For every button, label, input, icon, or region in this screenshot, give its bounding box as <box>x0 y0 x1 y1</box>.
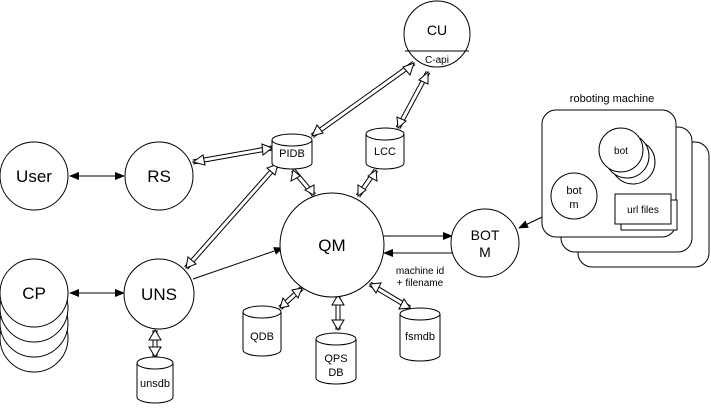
qpsdb-label-line2: DB <box>328 367 343 379</box>
user-label: User <box>16 167 52 186</box>
qpsdb-label-line1: QPS <box>324 353 347 365</box>
cu-api-label: C-api <box>425 55 449 66</box>
qdb-database: QDB <box>242 305 282 357</box>
cp-node-stack: CP <box>0 258 69 373</box>
uns-label: UNS <box>141 285 177 304</box>
user-node: User <box>0 141 69 211</box>
botm-label-line2: M <box>479 244 491 260</box>
machine-id-annotation-line1: machine id <box>396 266 444 277</box>
arrow-rs-pidb <box>192 145 273 165</box>
qdb-label: QDB <box>250 331 274 343</box>
uns-node: UNS <box>123 258 195 330</box>
lcc-label: LCC <box>374 146 396 158</box>
botm-node: BOT M <box>450 208 520 278</box>
arrow-uns-pidb <box>184 162 280 270</box>
machine-id-annotation-line2: + filename <box>397 278 444 289</box>
botm-label-line1: BOT <box>471 227 500 243</box>
url-files-stack: url files <box>614 193 678 231</box>
bot-label: bot <box>614 146 628 157</box>
botm-inner-node: bot m <box>550 172 598 220</box>
unsdb-database: unsdb <box>136 356 174 404</box>
hollow-arrowheads <box>148 62 429 358</box>
botm-inner-label-line2: m <box>569 199 578 211</box>
lcc-database: LCC <box>365 127 405 170</box>
fsmdb-label: fsmdb <box>405 331 435 343</box>
cu-node: CU C-api <box>403 0 471 68</box>
unsdb-label: unsdb <box>140 378 170 390</box>
pidb-label: PIDB <box>279 148 305 160</box>
roboting-machine-group: roboting machine bot bot m url files <box>541 93 710 268</box>
url-files-label: url files <box>627 205 659 216</box>
arrow-uns-qm <box>192 247 284 280</box>
pidb-database: PIDB <box>271 133 313 170</box>
cu-label: CU <box>427 22 447 38</box>
rs-node: RS <box>124 141 194 211</box>
rs-label: RS <box>147 167 171 186</box>
roboting-machine-title: roboting machine <box>570 93 654 105</box>
qm-node: QM <box>279 192 385 298</box>
bot-stack: bot <box>598 127 656 185</box>
cp-label: CP <box>22 284 46 303</box>
solid-connectors <box>69 164 604 297</box>
fsmdb-database: fsmdb <box>399 307 441 362</box>
botm-inner-label-line1: bot <box>566 185 581 197</box>
qm-label: QM <box>318 236 345 255</box>
qpsdb-database: QPS DB <box>315 332 357 385</box>
hollow-connectors <box>152 60 431 357</box>
arrow-pidb-cu <box>310 60 416 139</box>
